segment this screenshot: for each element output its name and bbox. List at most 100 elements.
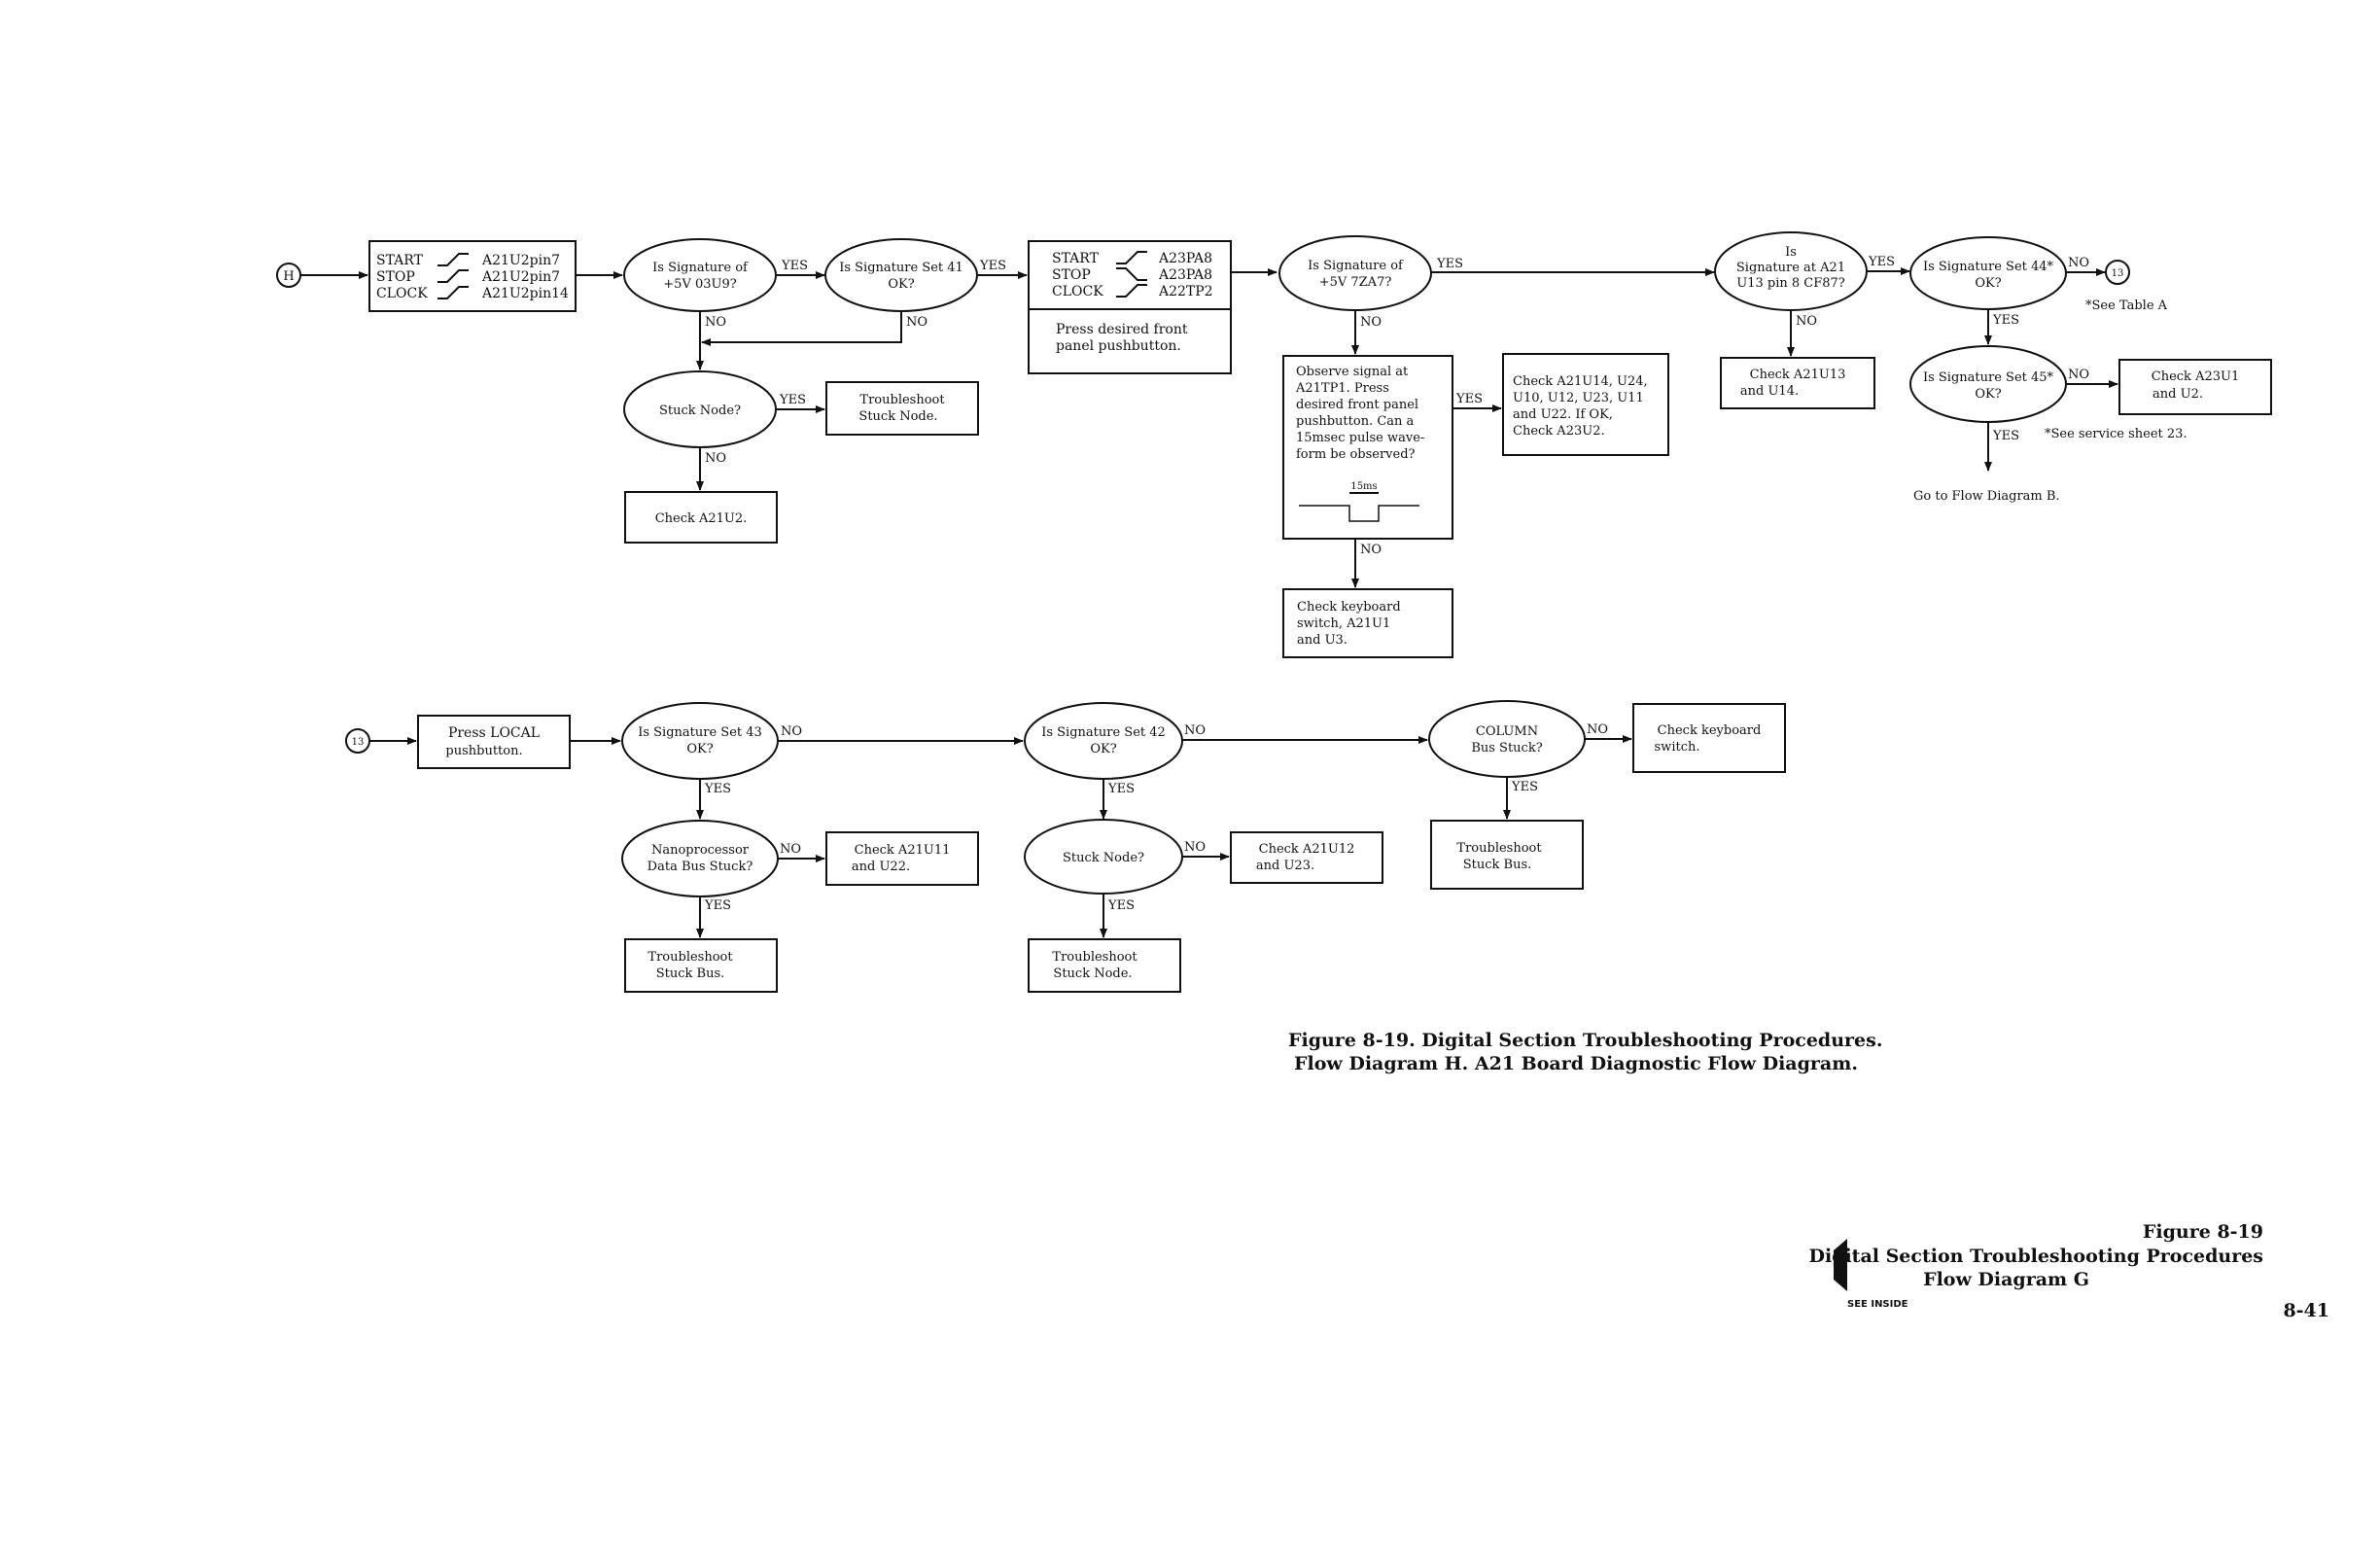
svg-text:YES: YES	[1436, 257, 1463, 271]
connector-13-in: 13	[345, 728, 370, 754]
box-troubleshoot-stuck-bus-1: Troubleshoot Stuck Bus.	[624, 938, 778, 993]
svg-text:15msec pulse wave-: 15msec pulse wave-	[1296, 431, 1424, 445]
falling-edge-icon	[1116, 267, 1147, 281]
svg-text:Figure 8-19: Figure 8-19	[2143, 1221, 2263, 1243]
svg-text:13: 13	[352, 737, 365, 748]
svg-text:NO: NO	[1360, 315, 1382, 330]
svg-text:OK?: OK?	[1090, 742, 1116, 756]
connector-h: H	[276, 263, 301, 288]
svg-text:Is Signature of: Is Signature of	[652, 261, 749, 275]
decision-signature-7a7: Is Signature of +5V 7ZA7?	[1278, 235, 1432, 311]
box-troubleshoot-stuck-bus-2: Troubleshoot Stuck Bus.	[1430, 820, 1584, 890]
svg-text:Stuck Node.: Stuck Node.	[1053, 966, 1132, 981]
svg-text:A22TP2: A22TP2	[1158, 284, 1213, 299]
svg-text:Check A23U2.: Check A23U2.	[1513, 424, 1605, 439]
svg-text:+5V 03U9?: +5V 03U9?	[663, 277, 736, 292]
pulse-waveform-icon	[1299, 505, 1419, 522]
box-check-keyboard-switch: Check keyboard switch.	[1632, 703, 1786, 773]
svg-text:NO: NO	[2068, 256, 2089, 270]
box-check-a21u11: Check A21U11 and U22.	[825, 831, 979, 886]
svg-text:Stuck Node.: Stuck Node.	[858, 409, 937, 424]
svg-text:Check A21U14, U24,: Check A21U14, U24,	[1513, 374, 1648, 389]
svg-text:and U22. If OK,: and U22. If OK,	[1513, 407, 1613, 422]
svg-text:and U2.: and U2.	[2152, 387, 2203, 402]
rising-edge-icon	[1116, 284, 1147, 298]
svg-text:pushbutton. Can a: pushbutton. Can a	[1296, 414, 1415, 429]
setup-box-a21u2: START STOP CLOCK A21U2pin7 A21U2pin7 A21…	[368, 240, 577, 312]
svg-text:Is Signature Set 41: Is Signature Set 41	[839, 261, 963, 275]
svg-text:YES: YES	[1992, 429, 2019, 443]
svg-text:Check A21U13: Check A21U13	[1750, 368, 1846, 382]
svg-text:Is Signature Set 45*: Is Signature Set 45*	[1923, 370, 2054, 385]
svg-text:and U14.: and U14.	[1740, 384, 1799, 399]
svg-text:+5V 7ZA7?: +5V 7ZA7?	[1319, 275, 1392, 290]
decision-signature-set-44: Is Signature Set 44* OK?	[1909, 236, 2067, 310]
svg-text:U10, U12, U23, U11: U10, U12, U23, U11	[1513, 391, 1644, 405]
svg-text:Check A23U1: Check A23U1	[2152, 369, 2239, 384]
svg-text:NO: NO	[906, 315, 928, 330]
svg-text:Bus Stuck?: Bus Stuck?	[1471, 741, 1542, 755]
svg-text:Check A21U11: Check A21U11	[855, 843, 951, 858]
left-arrow-icon	[1834, 1239, 1847, 1291]
svg-text:Stuck Bus.: Stuck Bus.	[656, 966, 725, 981]
svg-text:Signature at A21: Signature at A21	[1736, 261, 1845, 275]
svg-text:YES: YES	[779, 393, 806, 407]
svg-text:U13 pin 8 CF87?: U13 pin 8 CF87?	[1736, 276, 1845, 291]
figure-caption: Figure 8-19. Digital Section Troubleshoo…	[1288, 1030, 1882, 1074]
svg-text:YES: YES	[1107, 898, 1135, 913]
svg-text:OK?: OK?	[686, 742, 713, 756]
svg-text:SEE INSIDE: SEE INSIDE	[1847, 1299, 1908, 1310]
svg-text:Is Signature Set 43: Is Signature Set 43	[638, 725, 762, 740]
svg-text:A23PA8: A23PA8	[1158, 267, 1212, 283]
svg-text:YES: YES	[704, 898, 731, 913]
svg-text:Check keyboard: Check keyboard	[1297, 600, 1401, 615]
svg-text:switch.: switch.	[1655, 740, 1700, 755]
note-service-sheet: *See service sheet 23.	[2045, 427, 2188, 441]
decision-column-bus-stuck: COLUMN Bus Stuck?	[1428, 700, 1586, 778]
svg-text:Digital Section Troubleshootin: Digital Section Troubleshooting Procedur…	[1808, 1246, 2263, 1267]
svg-text:and U3.: and U3.	[1297, 633, 1348, 648]
setup-box-a23: START STOP CLOCK A23PA8 A23PA8 A22TP2 Pr…	[1028, 240, 1232, 374]
svg-text:Data Bus Stuck?: Data Bus Stuck?	[648, 860, 753, 874]
svg-text:NO: NO	[1184, 840, 1206, 855]
svg-text:Check A21U2.: Check A21U2.	[655, 511, 748, 526]
svg-text:Stuck Bus.: Stuck Bus.	[1463, 858, 1532, 872]
box-check-a23u1: Check A23U1 and U2.	[2118, 359, 2272, 415]
decision-signature-u13: Is Signature at A21 U13 pin 8 CF87?	[1714, 231, 1868, 311]
rising-edge-icon	[438, 253, 469, 266]
svg-text:Stuck Node?: Stuck Node?	[659, 404, 741, 418]
svg-text:YES: YES	[1511, 780, 1538, 794]
svg-text:A21U2pin14: A21U2pin14	[481, 286, 569, 301]
svg-text:OK?: OK?	[1975, 276, 2001, 291]
svg-text:Observe signal at: Observe signal at	[1296, 365, 1409, 379]
box-troubleshoot-stuck-node: Troubleshoot Stuck Node.	[825, 381, 979, 436]
box-troubleshoot-stuck-node-2: Troubleshoot Stuck Node.	[1028, 938, 1181, 993]
decision-stuck-node: Stuck Node?	[623, 370, 777, 448]
svg-text:Troubleshoot: Troubleshoot	[1052, 950, 1138, 965]
box-check-a21u12: Check A21U12 and U23.	[1230, 831, 1383, 884]
svg-text:NO: NO	[1360, 543, 1382, 557]
svg-text:Figure 8-19. Digital Section: Figure 8-19. Digital Section Troubleshoo…	[1288, 1030, 1882, 1051]
svg-text:Troubleshoot: Troubleshoot	[1456, 841, 1542, 856]
box-press-local: Press LOCAL pushbutton.	[417, 715, 571, 769]
svg-text:desired front panel: desired front panel	[1296, 398, 1418, 412]
svg-text:COLUMN: COLUMN	[1476, 724, 1538, 739]
rising-edge-icon	[438, 286, 469, 299]
svg-text:Is Signature of: Is Signature of	[1308, 259, 1404, 273]
svg-text:STOP: STOP	[376, 269, 415, 285]
svg-text:switch, A21U1: switch, A21U1	[1297, 616, 1390, 631]
svg-text:OK?: OK?	[1975, 387, 2001, 402]
svg-text:Check A21U12: Check A21U12	[1259, 842, 1355, 857]
svg-text:START: START	[1052, 251, 1100, 266]
svg-text:NO: NO	[705, 451, 726, 466]
page-number: 8-41	[2283, 1300, 2329, 1321]
svg-text:Flow Diagram G: Flow Diagram G	[1923, 1269, 2089, 1290]
svg-text:and U22.: and U22.	[852, 860, 910, 874]
decision-signature-set-41: Is Signature Set 41 OK?	[824, 238, 978, 312]
svg-text:A21TP1. Press: A21TP1. Press	[1295, 381, 1389, 396]
svg-text:CLOCK: CLOCK	[1052, 284, 1103, 299]
decision-signature-set-42: Is Signature Set 42 OK?	[1024, 702, 1183, 780]
svg-text:OK?: OK?	[888, 277, 914, 292]
box-check-keyboard-a21u1: Check keyboard switch, A21U1 and U3.	[1282, 588, 1453, 658]
